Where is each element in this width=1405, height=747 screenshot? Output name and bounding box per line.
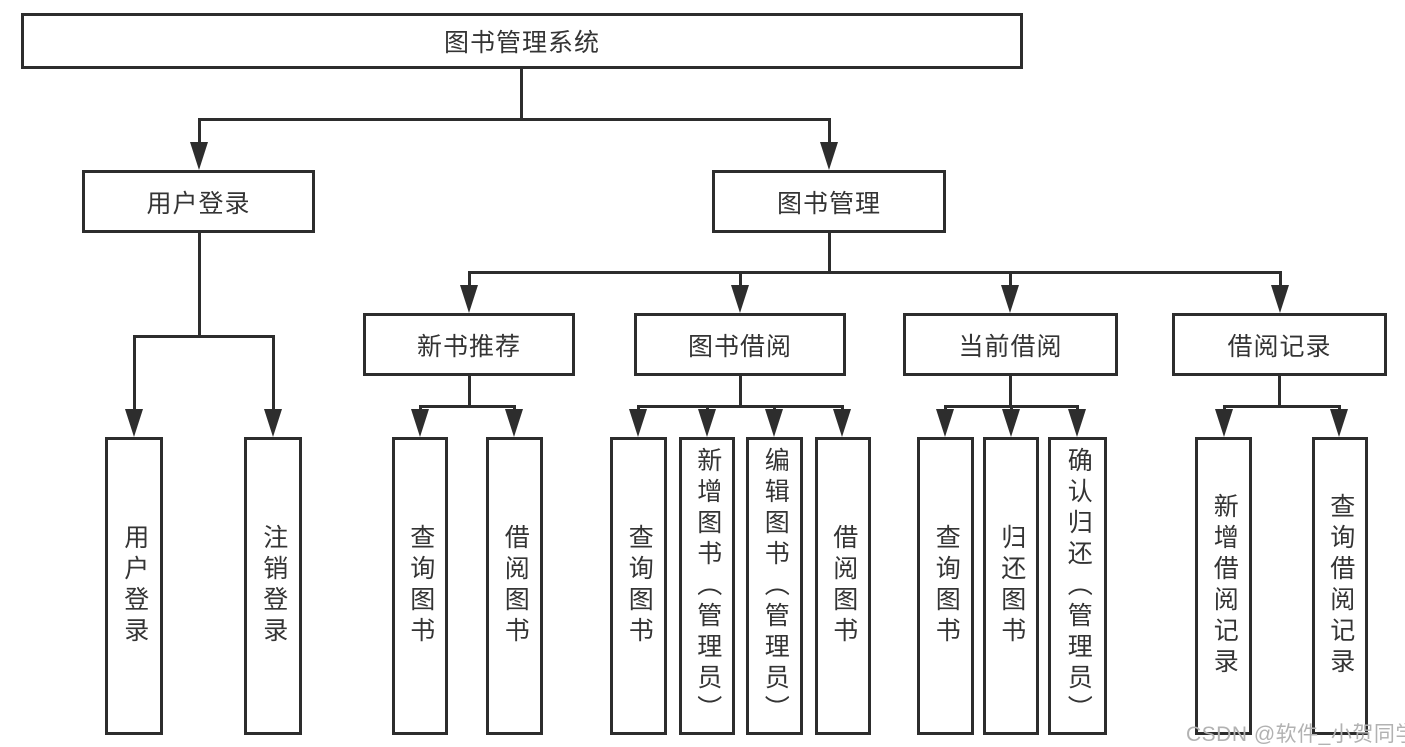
arrowhead	[411, 409, 429, 437]
connector-line	[468, 271, 1281, 274]
arrowhead	[460, 285, 478, 313]
connector-line	[133, 335, 275, 338]
connector-line	[198, 118, 201, 144]
node-label: 图书管理	[776, 189, 881, 218]
arrowhead	[765, 409, 783, 437]
node-root-library-system: 图书管理系统	[21, 13, 1023, 69]
leaf-add-borrow-record: 新增借阅记录	[1195, 437, 1252, 735]
node-new-book-recommend: 新书推荐	[363, 313, 575, 376]
node-user-login: 用户登录	[82, 170, 315, 233]
leaf-borrow-books-recommend: 借阅图书	[486, 437, 543, 735]
connector-line	[1009, 271, 1012, 287]
node-label: 注销登录	[259, 524, 288, 648]
arrowhead	[1330, 409, 1348, 437]
arrowhead	[833, 409, 851, 437]
node-label: 当前借阅	[958, 332, 1063, 361]
node-label: 用户登录	[146, 189, 251, 218]
connector-line	[828, 233, 831, 274]
arrowhead	[698, 409, 716, 437]
connector-line	[1223, 405, 1341, 408]
arrowhead	[125, 409, 143, 437]
connector-line	[198, 233, 201, 338]
node-label: 查询图书	[625, 524, 654, 648]
node-label: 查询图书	[406, 524, 435, 648]
connector-line	[198, 118, 831, 121]
arrowhead	[731, 285, 749, 313]
arrowhead	[505, 409, 523, 437]
connector-line	[520, 68, 523, 121]
arrowhead	[820, 142, 838, 170]
arrowhead	[190, 142, 208, 170]
node-book-management: 图书管理	[712, 170, 946, 233]
node-label: 新书推荐	[416, 332, 521, 361]
leaf-add-books-admin: 新增图书（管理员）	[679, 437, 735, 735]
node-label: 查询图书	[932, 524, 961, 648]
node-label: 借阅图书	[501, 524, 530, 648]
node-book-borrowing: 图书借阅	[634, 313, 846, 376]
arrowhead	[1271, 285, 1289, 313]
node-label: 查询借阅记录	[1326, 493, 1355, 679]
node-label: 归还图书	[997, 524, 1026, 648]
connector-line	[468, 271, 471, 287]
arrowhead	[1001, 285, 1019, 313]
connector-line	[272, 335, 275, 411]
arrowhead	[936, 409, 954, 437]
arrowhead	[1002, 409, 1020, 437]
arrowhead	[264, 409, 282, 437]
connector-line	[1278, 376, 1281, 408]
leaf-user-login: 用户登录	[105, 437, 163, 735]
leaf-edit-books-admin: 编辑图书（管理员）	[746, 437, 803, 735]
arrowhead	[1215, 409, 1233, 437]
watermark: CSDN @软件_小贺同学	[1186, 723, 1405, 746]
node-borrowing-records: 借阅记录	[1172, 313, 1387, 376]
leaf-query-books-recommend: 查询图书	[392, 437, 448, 735]
node-label: 借阅记录	[1227, 332, 1332, 361]
leaf-logout: 注销登录	[244, 437, 302, 735]
node-label: 图书借阅	[687, 332, 792, 361]
arrowhead	[629, 409, 647, 437]
node-label: 新增图书（管理员）	[693, 446, 722, 726]
connector-line	[828, 118, 831, 144]
node-label: 编辑图书（管理员）	[761, 446, 790, 726]
arrowhead	[1068, 409, 1086, 437]
leaf-return-books: 归还图书	[983, 437, 1039, 735]
connector-line	[739, 376, 742, 408]
connector-line	[1279, 271, 1282, 287]
leaf-query-books-borrowing: 查询图书	[610, 437, 667, 735]
connector-line	[1009, 376, 1012, 408]
node-label: 图书管理系统	[443, 29, 600, 57]
leaf-confirm-return-admin: 确认归还（管理员）	[1048, 437, 1107, 735]
connector-line	[419, 405, 516, 408]
connector-line	[637, 405, 844, 408]
leaf-query-books-current: 查询图书	[917, 437, 974, 735]
connector-line	[468, 376, 471, 408]
leaf-borrow-books-borrowing: 借阅图书	[815, 437, 871, 735]
connector-line	[739, 271, 742, 287]
node-label: 借阅图书	[829, 524, 858, 648]
connector-line	[133, 335, 136, 411]
node-label: 用户登录	[120, 524, 149, 648]
node-label: 确认归还（管理员）	[1064, 446, 1093, 726]
node-label: 新增借阅记录	[1210, 493, 1239, 679]
leaf-query-borrow-record: 查询借阅记录	[1312, 437, 1368, 735]
node-current-borrowing: 当前借阅	[903, 313, 1118, 376]
